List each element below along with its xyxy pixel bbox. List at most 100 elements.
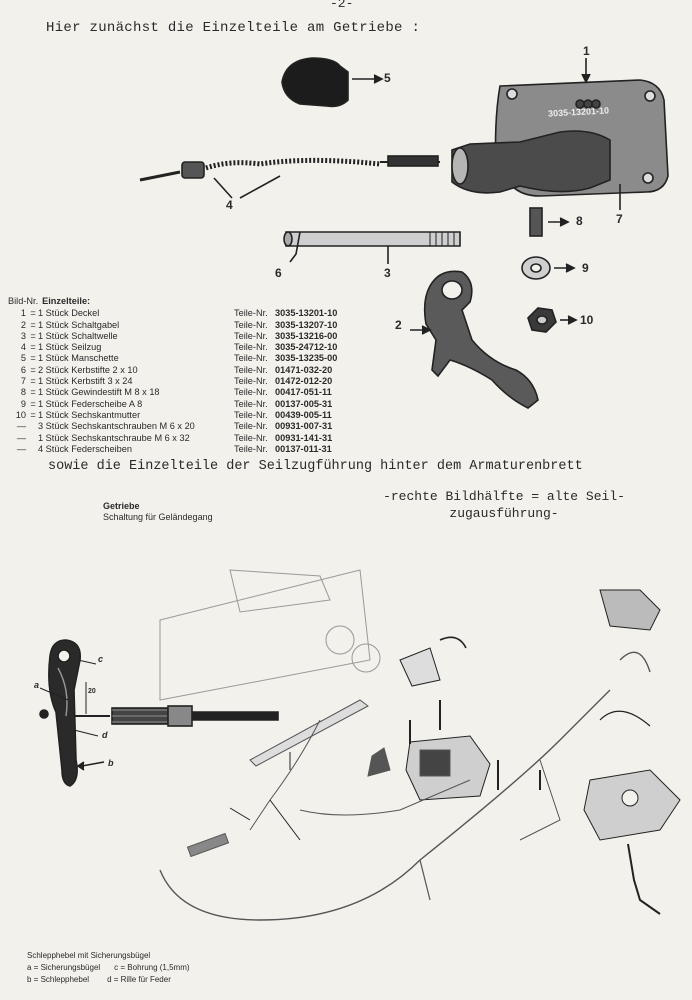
callout-4: 4: [226, 198, 233, 212]
parts-row-partno: 00931-141-31: [275, 432, 333, 443]
legend: Schlepphebel mit Sicherungsbügel a = Sic…: [27, 950, 190, 986]
shaft-part-3: [283, 231, 461, 264]
parts-row: 4 =1 Stück Seilzug Teile-Nr. 3035-24712-10: [8, 342, 337, 353]
parts-row-partno: 3035-13207-10: [275, 319, 338, 330]
parts-row-label: Teile-Nr.: [234, 342, 268, 353]
parts-row-label: Teile-Nr.: [234, 443, 268, 454]
parts-row-label: Teile-Nr.: [234, 376, 268, 387]
callout-8: 8: [576, 214, 583, 228]
parts-row-partno: 00137-011-31: [275, 443, 332, 454]
parts-row-desc: 1 Stück Deckel: [38, 308, 100, 319]
label-a: a: [34, 680, 40, 690]
label-dim: 20: [88, 688, 96, 695]
cover-part-1: [451, 58, 669, 210]
callout-5: 5: [384, 71, 391, 85]
fork-part-2: [410, 270, 539, 409]
nut-part-10: [527, 307, 578, 333]
parts-row: 3 =1 Stück Schaltwelle Teile-Nr. 3035-13216…: [8, 331, 337, 342]
parts-row-label: Teile-Nr.: [234, 398, 268, 409]
boot-part-5: [281, 57, 384, 108]
parts-row-label: Teile-Nr.: [234, 432, 268, 443]
parts-row-number: 6: [20, 364, 26, 375]
parts-row-number: —: [16, 432, 26, 443]
section-subtitle: Schaltung für Geländegang: [103, 512, 213, 522]
callout-10: 10: [580, 313, 594, 327]
washer-part-9: [521, 256, 576, 280]
page-number: -2-: [330, 0, 354, 11]
parts-row-equals: [28, 444, 38, 455]
parts-row-number: 1: [20, 308, 26, 319]
legend-d: d = Rille für Feder: [107, 975, 171, 984]
callout-1: 1: [583, 44, 590, 58]
parts-row: 10 =1 Stück Sechskantmutter Teile-Nr. 00439…: [8, 410, 337, 421]
callout-3: 3: [384, 266, 391, 280]
parts-row-label: Teile-Nr.: [234, 319, 268, 330]
parts-row-equals: =: [30, 353, 36, 364]
note-block: -rechte Bildhälfte = alte Seil- zugausfü…: [364, 488, 644, 522]
parts-row-partno: 00137-005-31: [275, 398, 333, 409]
page-heading: Hier zunächst die Einzelteile am Getrieb…: [46, 20, 421, 36]
parts-col-label: Bild-Nr.: [8, 296, 39, 306]
exploded-assembly: [159, 569, 681, 921]
label-d: d: [102, 730, 108, 740]
parts-row-desc: 1 Stück Kerbstift 3 x 24: [38, 376, 133, 387]
legend-b: b = Schlepphebel: [27, 975, 90, 984]
parts-row-partno: 00439-005-11: [275, 409, 332, 420]
parts-row-label: Teile-Nr.: [234, 330, 268, 341]
section-title-block: Getriebe Schaltung für Geländegang: [103, 501, 213, 523]
parts-row-desc: 1 Stück Gewindestift M 8 x 18: [38, 387, 160, 398]
parts-row-number: 3: [20, 330, 26, 341]
parts-row-number: 8: [20, 387, 26, 398]
parts-row-equals: =: [30, 387, 36, 398]
parts-row-number: 10: [15, 409, 26, 420]
parts-row-equals: =: [30, 398, 36, 409]
parts-row-desc: 1 Stück Schaltwelle: [38, 330, 118, 341]
parts-row-equals: =: [30, 330, 36, 341]
parts-row-partno: 3035-13235-00: [275, 353, 338, 364]
parts-row-desc: 1 Stück Seilzug: [38, 342, 102, 353]
parts-row-desc: 1 Stück Federscheibe A 8: [38, 398, 143, 409]
parts-row-partno: 01472-012-20: [275, 376, 333, 387]
parts-row-number: —: [16, 443, 26, 454]
parts-row: 1 =1 Stück Deckel Teile-Nr. 3035-13201-10: [8, 308, 337, 319]
callout-2: 2: [395, 318, 402, 332]
parts-row-partno: 3035-13216-00: [275, 330, 338, 341]
callout-9: 9: [582, 261, 589, 275]
parts-row-partno: 3035-13201-10: [275, 308, 338, 319]
note-line-2: zugausführung-: [449, 506, 559, 521]
callout-6: 6: [275, 266, 282, 280]
parts-row-label: Teile-Nr.: [234, 308, 268, 319]
parts-row-number: 9: [20, 398, 26, 409]
parts-row-number: 4: [20, 342, 26, 353]
parts-row-desc: 1 Stück Sechskantmutter: [38, 409, 141, 420]
parts-row-equals: =: [30, 319, 36, 330]
parts-row-equals: =: [30, 409, 36, 420]
drag-lever-detail: [39, 639, 279, 787]
parts-row-partno: 00417-051-11: [275, 387, 332, 398]
parts-row-equals: =: [30, 308, 36, 319]
parts-row-equals: [28, 421, 38, 432]
label-c: c: [98, 654, 104, 664]
label-b: b: [108, 758, 114, 768]
setscrew-part-8: [529, 207, 570, 237]
section-title: Getriebe: [103, 501, 140, 511]
parts-row-equals: =: [30, 342, 36, 353]
parts-row-equals: =: [30, 364, 36, 375]
parts-row-desc: 1 Stück Schaltgabel: [38, 319, 120, 330]
parts-row: 9 =1 Stück Federscheibe A 8 Teile-Nr. 00137…: [8, 399, 337, 410]
mid-line: sowie die Einzelteile der Seilzugführung…: [48, 459, 583, 474]
parts-title: Einzelteile:: [42, 296, 91, 306]
parts-row-label: Teile-Nr.: [234, 409, 268, 420]
note-line-1: -rechte Bildhälfte = alte Seil-: [383, 489, 625, 504]
parts-row-partno: 3035-24712-10: [275, 342, 338, 353]
